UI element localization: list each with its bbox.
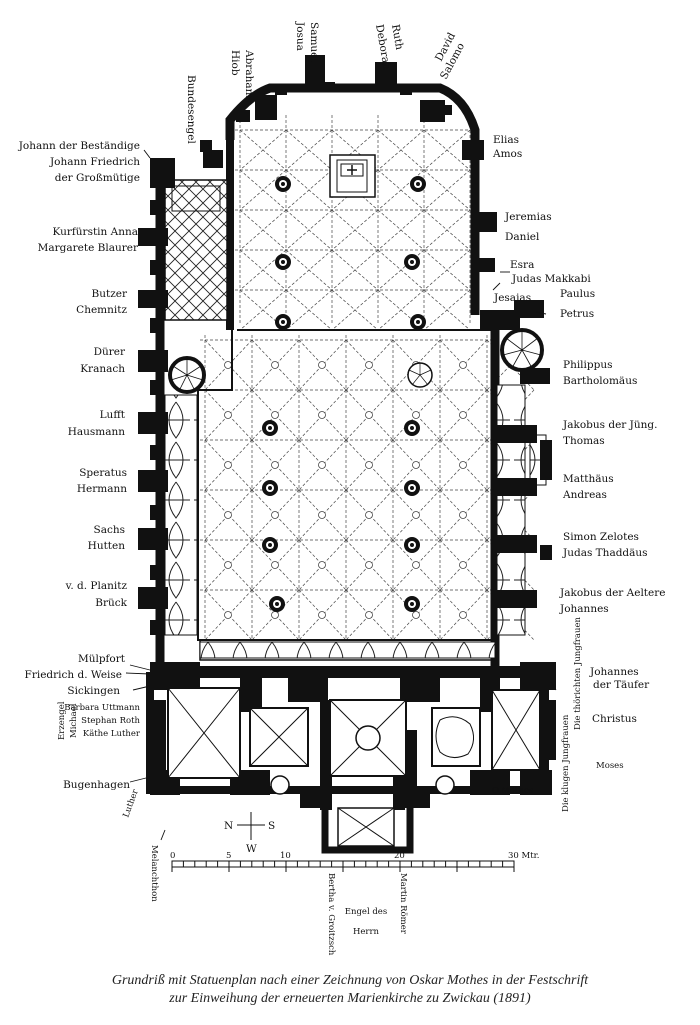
compass-n: N (224, 820, 233, 832)
scale-tick-5: 5 (226, 851, 231, 861)
label-philippus: Philippus (563, 359, 613, 371)
signature: O.Mothes (492, 786, 533, 796)
label-luther: Luther (121, 787, 141, 819)
label-christus: Christus (592, 713, 637, 725)
label-johann-bestaendige: Johann der Beständige (18, 140, 140, 152)
label-hausmann: Hausmann (68, 426, 126, 438)
label-moses: Moses (596, 761, 624, 771)
label-hermann: Hermann (77, 483, 127, 495)
label-kaethe-luther: Käthe Luther (83, 729, 141, 739)
label-judas-thaddaeus: Judas Thaddäus (562, 547, 648, 559)
statue-labels: Bundesengel Hiob Abraham Josua Samuel De… (18, 21, 666, 956)
label-ruth: Ruth (389, 23, 405, 51)
label-erzengel: Erzengel (57, 701, 67, 740)
label-jesaias: Jesaias (493, 292, 531, 304)
compass-w: W (246, 843, 257, 855)
compass-s: S (268, 820, 275, 832)
label-bartholomaeus: Bartholomäus (563, 375, 637, 387)
label-esra: Esra (510, 259, 534, 271)
scale-tick-10: 10 (280, 851, 291, 861)
left-aisle-tracery (164, 394, 198, 636)
label-speratus: Speratus (79, 467, 127, 479)
label-johannes-taeufer-1: Johannes (589, 666, 639, 678)
label-friedrich-weise: Friedrich d. Weise (25, 669, 122, 681)
label-thoerichte-jungfrauen: Die thörichten Jungfrauen (573, 617, 583, 730)
caption-line-1: Grundriß mit Statuenplan nach einer Zeic… (111, 973, 589, 988)
label-bundesengel: Bundesengel (185, 75, 197, 144)
label-elias: Elias (493, 134, 519, 146)
label-johann-friedrich-1: Johann Friedrich (49, 156, 140, 168)
label-petrus: Petrus (560, 308, 594, 320)
label-chemnitz: Chemnitz (76, 304, 127, 316)
label-andreas: Andreas (562, 489, 607, 501)
label-michael: Michael (69, 703, 79, 738)
label-martin-roemer: Martin Römer (398, 873, 408, 935)
compass-rose: N S W (224, 812, 275, 855)
label-kurfuerstin-anna: Kurfürstin Anna (53, 226, 139, 238)
scale-bar: 0 5 10 20 30 Mtr. (170, 851, 539, 872)
tower-vaults (167, 687, 541, 847)
label-paulus: Paulus (560, 288, 595, 300)
label-sickingen: Sickingen (67, 685, 120, 697)
label-johannes: Johannes (559, 603, 609, 615)
label-matthaeus: Matthäus (563, 473, 614, 485)
label-hutten: Hutten (88, 540, 126, 552)
label-judas-makkabi: Judas Makkabi (511, 273, 591, 285)
label-muelpfort: Mülpfort (78, 653, 126, 665)
altar (329, 154, 376, 198)
sacristy-hatched (164, 179, 228, 321)
west-gallery-band (199, 641, 496, 659)
piers (262, 176, 426, 612)
spiral-stair-right (500, 328, 544, 372)
label-kranach: Kranach (80, 363, 125, 375)
label-barbara-uttmann: Barbara Uttmann (64, 703, 140, 713)
label-jeremias: Jeremias (504, 211, 552, 223)
label-stephan-roth: Stephan Roth (81, 716, 140, 726)
label-brueck: Brück (95, 597, 127, 609)
label-amos: Amos (492, 148, 522, 160)
caption-line-2: zur Einweihung der erneuerten Marienkirc… (169, 991, 531, 1006)
label-simon-zelotes: Simon Zelotes (563, 531, 639, 543)
label-josua: Josua (294, 21, 306, 51)
label-margarete-blaurer: Margarete Blaurer (38, 242, 139, 254)
label-engel-1: Engel des (345, 907, 387, 917)
label-kluge-jungfrauen: Die klugen Jungfrauen (561, 714, 571, 812)
label-jakobus-aeltere: Jakobus der Aeltere (559, 587, 665, 599)
label-thomas: Thomas (563, 435, 605, 447)
label-hiob: Hiob (229, 50, 241, 76)
label-duerer: Dürer (94, 346, 126, 358)
label-samuel: Samuel (308, 22, 320, 62)
label-daniel: Daniel (505, 231, 540, 243)
spiral-stair-left (168, 356, 206, 394)
label-sachs: Sachs (94, 524, 126, 536)
label-abraham: Abraham (243, 49, 255, 99)
scale-tick-20: 20 (394, 851, 405, 861)
label-johannes-taeufer-2: der Täufer (593, 679, 650, 691)
label-bertha: Bertha v. Groitzsch (326, 873, 336, 956)
leader-lines (125, 149, 557, 841)
label-planitz: v. d. Planitz (65, 580, 128, 592)
label-engel-2: Herrn (353, 927, 380, 937)
label-bugenhagen: Bugenhagen (63, 779, 130, 791)
label-jakobus-juengere: Jakobus der Jüng. (562, 419, 657, 431)
scale-tick-0: 0 (170, 851, 175, 861)
scale-tick-30: 30 Mtr. (508, 851, 539, 861)
label-butzer: Butzer (92, 288, 128, 300)
pulpit-stair (407, 362, 433, 388)
label-melanchthon: Melanchthon (149, 845, 159, 902)
label-lufft: Lufft (100, 409, 126, 421)
label-johann-friedrich-2: der Großmütige (55, 172, 140, 184)
